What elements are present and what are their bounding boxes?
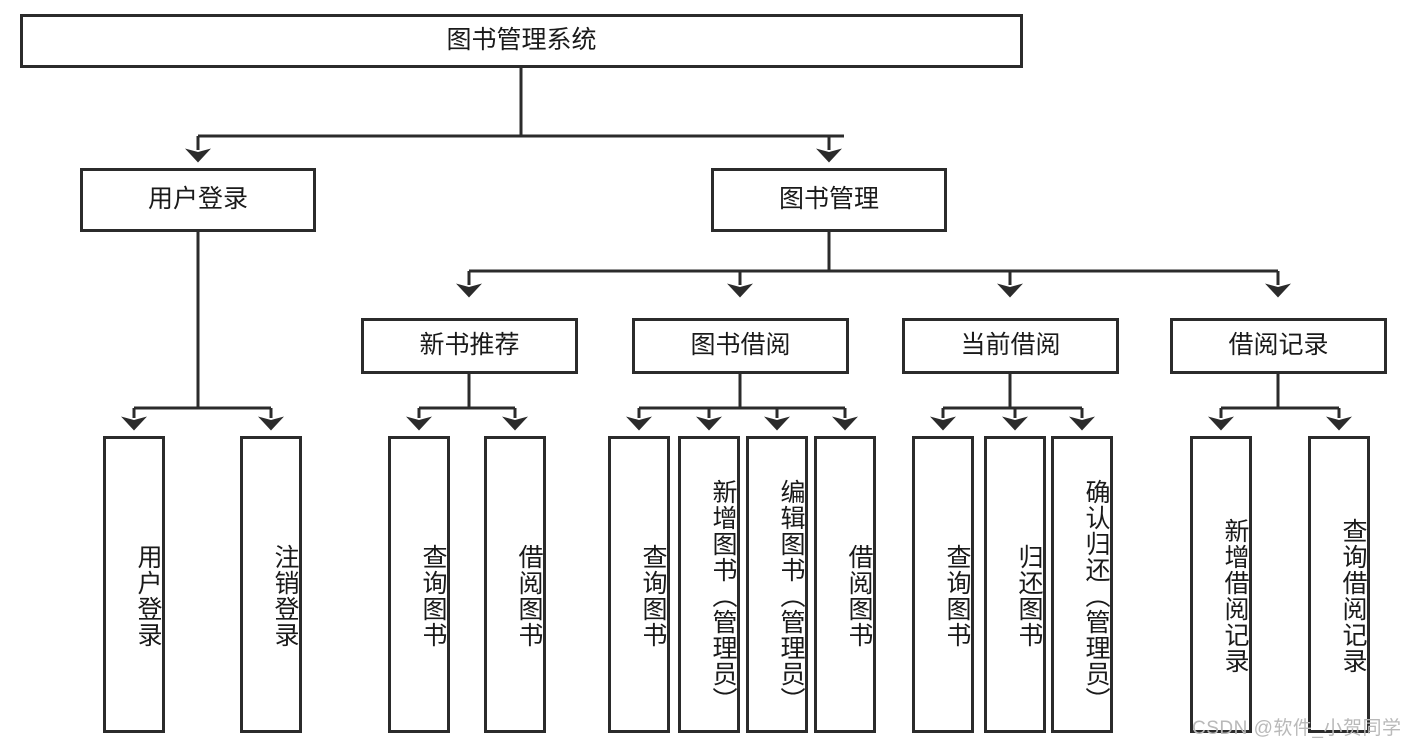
node-label: 归还图书	[1015, 543, 1043, 648]
node-label: 借阅记录	[1228, 331, 1329, 360]
node-label: 新书推荐	[419, 331, 520, 360]
node-label: 借阅图书	[845, 543, 873, 648]
node-label: 新增图书（管理员）	[709, 478, 737, 713]
node-label: 编辑图书（管理员）	[777, 478, 805, 713]
node-user-login[interactable]: 用户登录	[80, 168, 316, 232]
node-label: 图书借阅	[690, 331, 791, 360]
node-label: 图书管理	[778, 185, 879, 214]
node-current-borrow[interactable]: 当前借阅	[902, 318, 1119, 374]
node-book-borrow[interactable]: 图书借阅	[632, 318, 849, 374]
leaf-user-login[interactable]: 用户登录	[103, 436, 165, 733]
leaf-add-book[interactable]: 新增图书（管理员）	[678, 436, 740, 733]
node-label: 注销登录	[271, 543, 299, 648]
node-label: 当前借阅	[960, 331, 1061, 360]
node-label: 借阅图书	[515, 543, 543, 648]
leaf-borrow-book-recommend[interactable]: 借阅图书	[484, 436, 546, 733]
leaf-query-book-borrow[interactable]: 查询图书	[608, 436, 670, 733]
leaf-edit-book[interactable]: 编辑图书（管理员）	[746, 436, 808, 733]
node-label: 查询图书	[419, 543, 447, 648]
leaf-confirm-return[interactable]: 确认归还（管理员）	[1051, 436, 1113, 733]
node-label: 查询图书	[639, 543, 667, 648]
leaf-borrow-book[interactable]: 借阅图书	[814, 436, 876, 733]
node-new-book-recommend[interactable]: 新书推荐	[361, 318, 578, 374]
node-label: 新增借阅记录	[1221, 517, 1249, 674]
leaf-query-book-current[interactable]: 查询图书	[912, 436, 974, 733]
node-label: 查询图书	[943, 543, 971, 648]
node-label: 查询借阅记录	[1339, 517, 1367, 674]
node-label: 用户登录	[147, 185, 248, 214]
node-label: 用户登录	[134, 543, 162, 648]
leaf-return-book[interactable]: 归还图书	[984, 436, 1046, 733]
csdn-watermark: CSDN @软件_小贺同学	[1192, 718, 1402, 739]
node-label: 确认归还（管理员）	[1082, 478, 1110, 713]
node-label: 图书管理系统	[446, 26, 597, 55]
leaf-query-book-recommend[interactable]: 查询图书	[388, 436, 450, 733]
node-root[interactable]: 图书管理系统	[20, 14, 1023, 68]
leaf-query-borrow-record[interactable]: 查询借阅记录	[1308, 436, 1370, 733]
node-borrow-record[interactable]: 借阅记录	[1170, 318, 1387, 374]
node-book-manage[interactable]: 图书管理	[711, 168, 947, 232]
leaf-user-logout[interactable]: 注销登录	[240, 436, 302, 733]
leaf-add-borrow-record[interactable]: 新增借阅记录	[1190, 436, 1252, 733]
